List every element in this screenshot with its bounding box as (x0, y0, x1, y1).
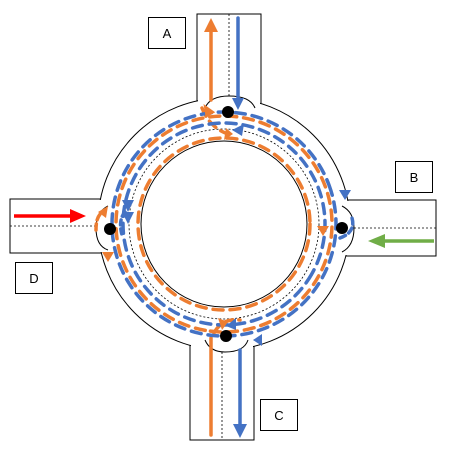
ring-lane-line (128, 128, 320, 320)
central-island (140, 140, 308, 308)
junction-dot-north (222, 106, 234, 118)
label-a: A (148, 17, 186, 49)
junction-dot-south (220, 330, 232, 342)
blue-path (110, 16, 355, 432)
junction-markers (104, 106, 348, 342)
orange-arrowheads (98, 18, 329, 330)
orange-path (94, 26, 334, 437)
label-b: B (395, 161, 433, 193)
junction-dot-east (336, 222, 348, 234)
splitter-south (204, 339, 249, 353)
orange-arrowhead-north (204, 18, 218, 32)
blue-arrowheads (122, 98, 351, 438)
label-c: C (260, 399, 298, 431)
blue-arrowhead-south (233, 424, 247, 438)
green-arrow-icon (368, 234, 434, 248)
label-d: D (15, 262, 53, 294)
red-arrow-icon (14, 209, 86, 223)
junction-dot-west (104, 223, 116, 235)
lane-markings (10, 14, 436, 440)
